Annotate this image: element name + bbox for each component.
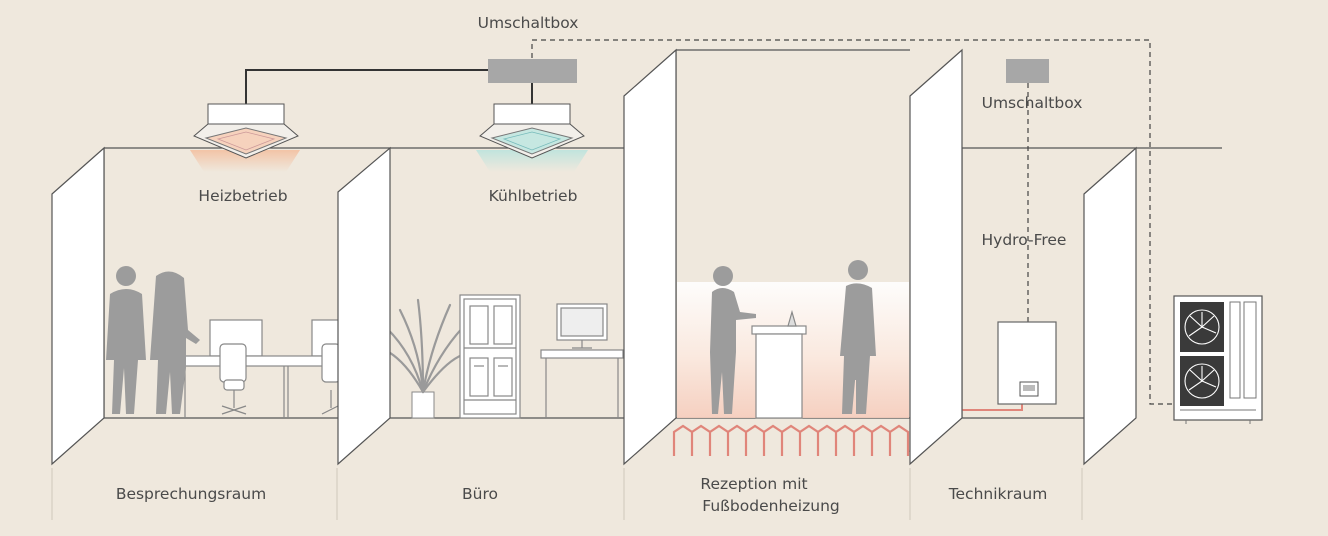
hydro-free-label: Hydro-Free — [982, 231, 1067, 249]
cooling-mode-label: Kühlbetrieb — [489, 187, 578, 205]
switch-box-top-label: Umschaltbox — [478, 14, 579, 32]
room-label-meeting: Besprechungsraum — [116, 485, 266, 503]
room-label-reception-line1: Rezeption mit — [700, 475, 807, 493]
office-shelf — [459, 294, 521, 419]
wall-panel-meeting — [51, 146, 105, 466]
room-label-technical: Technikraum — [948, 485, 1048, 503]
wall-panel-reception-right — [909, 48, 963, 466]
cassette-unit-cooling — [476, 103, 588, 172]
wall-panels — [51, 48, 1137, 466]
room-label-office: Büro — [462, 485, 498, 503]
wall-panel-office — [337, 146, 391, 466]
outdoor-heat-pump — [1173, 295, 1263, 424]
dashed-connections — [531, 39, 1178, 405]
office-desk — [540, 303, 624, 418]
hydro-free-unit — [997, 321, 1057, 405]
switch-box-right-label: Umschaltbox — [982, 94, 1083, 112]
room-separators — [51, 468, 1083, 520]
reception-counter — [751, 309, 807, 419]
meeting-people — [106, 266, 200, 414]
refrigerant-pipes — [245, 69, 533, 104]
wall-panel-reception-left — [623, 48, 677, 466]
floor-heating-pipe — [672, 424, 910, 456]
room-label-reception-line2: Fußbodenheizung — [702, 497, 839, 515]
cassette-unit-heating — [190, 103, 300, 172]
reception-people — [710, 260, 876, 414]
meeting-desks — [181, 319, 347, 418]
heating-mode-label: Heizbetrieb — [198, 187, 287, 205]
switch-box-right — [1006, 59, 1049, 83]
switch-box-top — [488, 59, 577, 83]
wall-panel-technical — [1083, 146, 1137, 466]
